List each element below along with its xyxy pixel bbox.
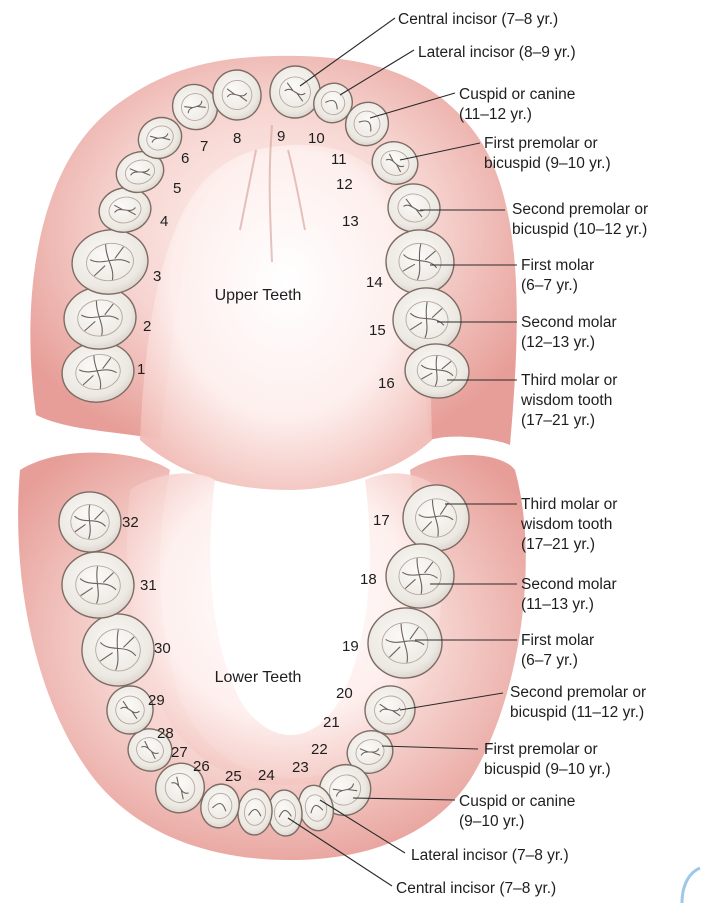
- upper-tooth-number: 7: [200, 138, 208, 155]
- label-line: Lateral incisor (7–8 yr.): [411, 847, 569, 864]
- lower-tooth-number: 28: [157, 725, 174, 742]
- lower-teeth-title: Lower Teeth: [215, 669, 302, 686]
- upper-tooth-number: 3: [153, 268, 161, 285]
- upper-tooth-number: 10: [308, 130, 325, 147]
- upper-tooth-number: 5: [173, 180, 181, 197]
- lower-tooth-number: 20: [336, 685, 353, 702]
- upper-tooth-number: 8: [233, 130, 241, 147]
- lower-tooth-number: 21: [323, 714, 340, 731]
- upper-tooth-number: 13: [342, 213, 359, 230]
- label-line: First premolar or: [484, 741, 598, 758]
- lower-tooth-number: 25: [225, 768, 242, 785]
- lower-tooth-number: 32: [122, 514, 139, 531]
- upper-teeth-title: Upper Teeth: [215, 287, 302, 304]
- label-line: Second premolar or: [510, 684, 646, 701]
- label-line: Cuspid or canine: [459, 86, 575, 103]
- upper-tooth-number: 1: [137, 361, 145, 378]
- label-line: Central incisor (7–8 yr.): [398, 11, 558, 28]
- upper-tooth-label: Second premolar or bicuspid (10–12 yr.): [512, 201, 648, 238]
- upper-tooth-number: 12: [336, 176, 353, 193]
- lower-tooth-label: Third molar or wisdom tooth (17–21 yr.): [520, 496, 617, 553]
- label-line: wisdom tooth: [520, 392, 612, 409]
- lower-tooth-label: First premolar or bicuspid (9–10 yr.): [484, 741, 611, 778]
- label-line: (6–7 yr.): [521, 277, 578, 294]
- label-line: bicuspid (11–12 yr.): [510, 704, 644, 721]
- label-line: First premolar or: [484, 135, 598, 152]
- upper-tooth-label: First molar (6–7 yr.): [521, 257, 594, 294]
- label-line: Lateral incisor (8–9 yr.): [418, 44, 576, 61]
- upper-tooth-number: 6: [181, 150, 189, 167]
- lower-tooth-label: First molar (6–7 yr.): [521, 632, 594, 669]
- label-line: (6–7 yr.): [521, 652, 578, 669]
- upper-tooth-label: Cuspid or canine (11–12 yr.): [459, 86, 575, 123]
- upper-tooth-number: 4: [160, 213, 168, 230]
- upper-tooth-number: 14: [366, 274, 383, 291]
- upper-tooth-number: 2: [143, 318, 151, 335]
- label-line: (12–13 yr.): [521, 334, 595, 351]
- lower-tooth-label: Lateral incisor (7–8 yr.): [411, 847, 569, 864]
- corner-curl: [682, 868, 700, 903]
- upper-tooth-number: 11: [331, 151, 347, 168]
- label-line: Third molar or: [521, 372, 617, 389]
- label-line: (9–10 yr.): [459, 813, 524, 830]
- label-line: Second molar: [521, 576, 617, 593]
- label-line: Central incisor (7–8 yr.): [396, 880, 556, 897]
- upper-tooth-label: Lateral incisor (8–9 yr.): [418, 44, 576, 61]
- lower-tooth-number: 17: [373, 512, 390, 529]
- label-line: wisdom tooth: [520, 516, 612, 533]
- lower-tooth-number: 30: [154, 640, 171, 657]
- lower-tooth-number: 19: [342, 638, 359, 655]
- lower-tooth-number: 29: [148, 692, 165, 709]
- lower-tooth-number: 31: [140, 577, 157, 594]
- label-line: (17–21 yr.): [521, 536, 595, 553]
- upper-tooth-label: First premolar or bicuspid (9–10 yr.): [484, 135, 611, 172]
- lower-tooth-number: 18: [360, 571, 377, 588]
- label-line: (11–12 yr.): [459, 106, 532, 123]
- lower-tooth-number: 24: [258, 767, 275, 784]
- label-line: Third molar or: [521, 496, 617, 513]
- lower-tooth-number: 27: [171, 744, 188, 761]
- upper-tooth-label: Third molar or wisdom tooth (17–21 yr.): [520, 372, 617, 429]
- label-line: First molar: [521, 257, 594, 274]
- upper-tooth-number: 15: [369, 322, 386, 339]
- label-line: bicuspid (9–10 yr.): [484, 761, 611, 778]
- label-line: Second premolar or: [512, 201, 648, 218]
- label-line: (11–13 yr.): [521, 596, 594, 613]
- lower-tooth-label: Central incisor (7–8 yr.): [396, 880, 556, 897]
- lower-tooth-label: Second premolar or bicuspid (11–12 yr.): [510, 684, 646, 721]
- upper-tooth-number: 16: [378, 375, 395, 392]
- lower-tooth-label: Cuspid or canine (9–10 yr.): [459, 793, 575, 830]
- label-line: First molar: [521, 632, 594, 649]
- upper-tooth-number: 9: [277, 128, 285, 145]
- upper-tooth-label: Second molar (12–13 yr.): [521, 314, 617, 351]
- lower-tooth-number: 23: [292, 759, 309, 776]
- label-line: bicuspid (9–10 yr.): [484, 155, 611, 172]
- label-line: Cuspid or canine: [459, 793, 575, 810]
- label-line: bicuspid (10–12 yr.): [512, 221, 647, 238]
- lower-tooth-label: Second molar (11–13 yr.): [521, 576, 617, 613]
- lower-tooth-number: 26: [193, 758, 210, 775]
- label-line: Second molar: [521, 314, 617, 331]
- lower-tooth-number: 22: [311, 741, 328, 758]
- label-line: (17–21 yr.): [521, 412, 595, 429]
- upper-tooth-label: Central incisor (7–8 yr.): [398, 11, 558, 28]
